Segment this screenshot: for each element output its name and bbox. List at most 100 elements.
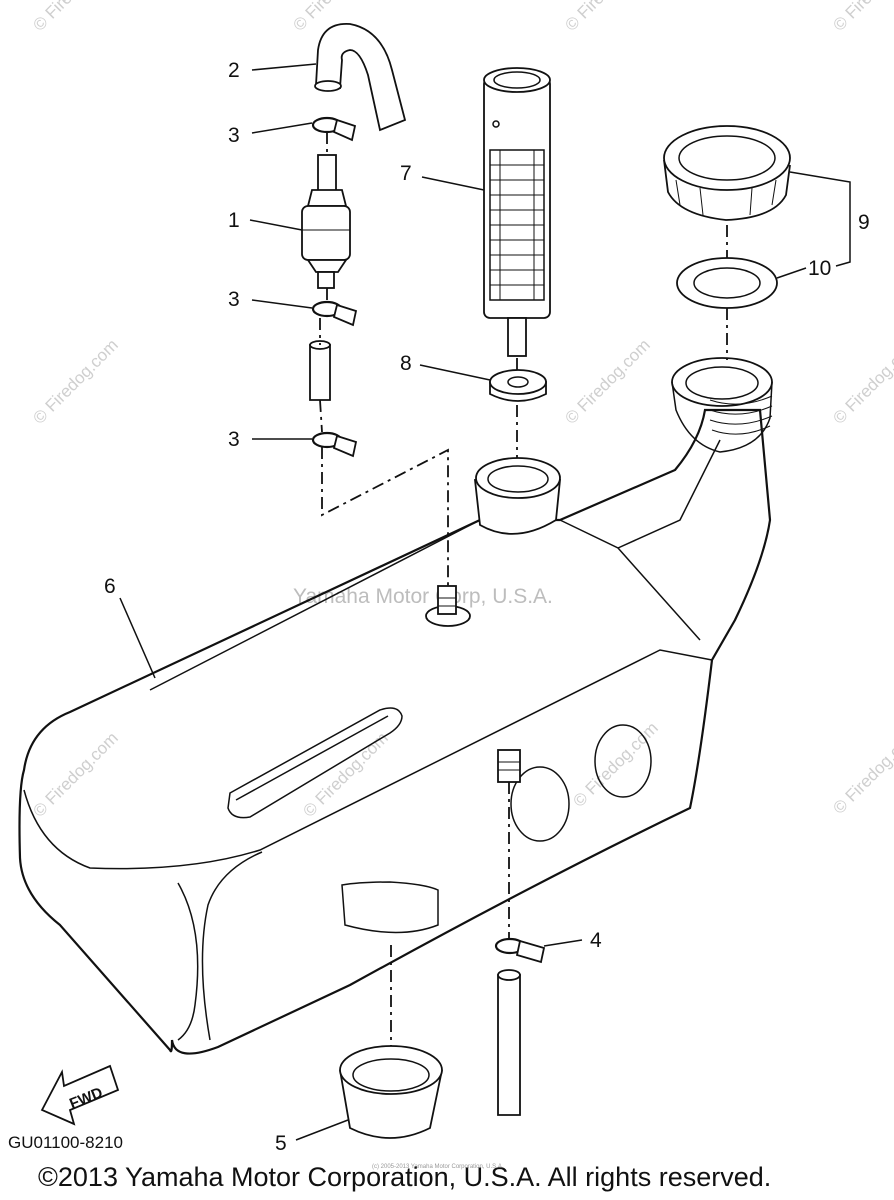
lower-hose-top xyxy=(497,969,521,981)
gasket-inner xyxy=(693,267,761,299)
tank-drain-rim xyxy=(341,881,439,934)
guide-line xyxy=(319,399,323,433)
watermark-text: © Firedog.com xyxy=(561,0,653,35)
leader-line xyxy=(251,122,313,134)
callout-3b: 3 xyxy=(228,288,240,311)
part-3-clamp-c xyxy=(311,431,358,458)
guide-line xyxy=(321,447,449,586)
callout-5: 5 xyxy=(275,1132,287,1155)
part-4-clamp xyxy=(494,937,546,964)
part-9-filler-cap xyxy=(663,125,791,221)
filler-neck-body xyxy=(671,381,773,453)
callout-6: 6 xyxy=(104,575,116,598)
clamp-tab xyxy=(332,434,358,458)
grommet-top xyxy=(489,369,547,395)
filter-inlet xyxy=(317,154,337,192)
filter-outlet xyxy=(317,271,335,289)
tank-window-right xyxy=(594,724,652,798)
leader-line xyxy=(251,299,313,309)
fwd-arrow-icon xyxy=(40,1064,120,1126)
tank-front-corner xyxy=(177,882,199,1041)
tube-stem xyxy=(507,317,527,357)
lower-hose-body xyxy=(497,974,521,1116)
leader-line xyxy=(251,63,317,71)
copyright-notice: ©2013 Yamaha Motor Corporation, U.S.A. A… xyxy=(38,1162,771,1192)
clamp-tab xyxy=(332,118,357,142)
clamp-tab xyxy=(332,303,358,327)
callout-3a: 3 xyxy=(228,124,240,147)
watermark-text: © Firedog.com xyxy=(829,0,894,35)
hose-end xyxy=(314,80,342,92)
leader-line xyxy=(249,219,303,231)
assembly-guide-lines xyxy=(319,132,728,1046)
watermark-text: © Firedog.com xyxy=(29,728,121,820)
drain-cap-inner xyxy=(352,1058,430,1092)
callout-4: 4 xyxy=(590,929,602,952)
watermark-text: © Firedog.com xyxy=(29,0,121,35)
tank-front-edge xyxy=(23,649,713,870)
tank-outline xyxy=(18,408,772,1055)
thread-line xyxy=(709,405,773,415)
leader-line xyxy=(419,364,491,381)
outlet-fitting-ridge xyxy=(438,597,456,607)
watermark-text: © Firedog.com xyxy=(829,725,894,817)
callout-1: 1 xyxy=(228,209,240,232)
tube-top-inner xyxy=(493,71,541,89)
center-port xyxy=(473,457,561,535)
outlet-fitting xyxy=(425,585,471,627)
thread-line xyxy=(709,395,773,405)
callouts: 2 3 1 3 3 7 8 9 10 6 4 5 xyxy=(104,59,870,1155)
leader-line xyxy=(543,939,583,947)
tube-vent-hole xyxy=(492,120,500,128)
watermark-text: © Firedog.com xyxy=(829,335,894,427)
short-pipe xyxy=(309,340,331,401)
outlet-fitting-stem xyxy=(437,585,457,615)
hose-bend xyxy=(315,23,407,132)
filter-body xyxy=(301,205,351,261)
small-print: (c) 2005-2013 Yamaha Motor Corporation, … xyxy=(372,1164,504,1170)
filter-top-cone xyxy=(306,189,348,207)
leader-line xyxy=(776,267,807,279)
pipe-body xyxy=(309,344,331,401)
watermark-layer: © Firedog.com © Firedog.com © Firedog.co… xyxy=(29,0,894,821)
fwd-direction-indicator: FWD xyxy=(40,1064,120,1126)
part-3-clamp-a xyxy=(311,116,357,142)
lower-outlet-ridge xyxy=(498,761,520,771)
tank-top-edge xyxy=(149,519,481,691)
lower-outlet xyxy=(497,749,521,783)
callout-3c: 3 xyxy=(228,428,240,451)
part-2-hose xyxy=(314,23,407,132)
leader-line xyxy=(789,171,851,267)
watermark-text: © Firedog.com xyxy=(561,335,653,427)
part-3-clamp-b xyxy=(311,300,358,327)
part-8-grommet xyxy=(489,369,547,402)
filler-neck-mouth-inner xyxy=(685,366,759,400)
tank-handle-recess xyxy=(227,707,403,819)
lower-hose xyxy=(497,969,521,1116)
leader-line xyxy=(295,1119,349,1141)
callout-2: 2 xyxy=(228,59,240,82)
tank-neck-line xyxy=(617,439,721,549)
diagram-code: GU01100-8210 xyxy=(8,1133,123,1152)
part-7-pickup-tube xyxy=(483,67,551,357)
callout-9: 9 xyxy=(858,211,870,234)
center-port-inner xyxy=(487,465,549,493)
leader-line xyxy=(119,597,156,679)
fuel-tank xyxy=(18,408,772,1055)
thread-line xyxy=(711,425,771,435)
part-5-drain-cap xyxy=(339,1045,443,1139)
leader-lines xyxy=(119,63,851,1141)
part-10-gasket xyxy=(676,257,778,309)
tank-front-corner-inner xyxy=(201,851,263,1041)
watermark-text: © Firedog.com xyxy=(29,335,121,427)
tube-body xyxy=(483,77,551,319)
callout-7: 7 xyxy=(400,162,412,185)
callout-10: 10 xyxy=(808,257,831,280)
tank-side-crease xyxy=(559,519,701,641)
leader-line xyxy=(421,176,485,191)
callout-8: 8 xyxy=(400,352,412,375)
mesh-line xyxy=(490,164,544,286)
filler-neck xyxy=(671,357,773,453)
filter-bottom-cone xyxy=(306,259,348,273)
cap-grip xyxy=(675,179,777,216)
